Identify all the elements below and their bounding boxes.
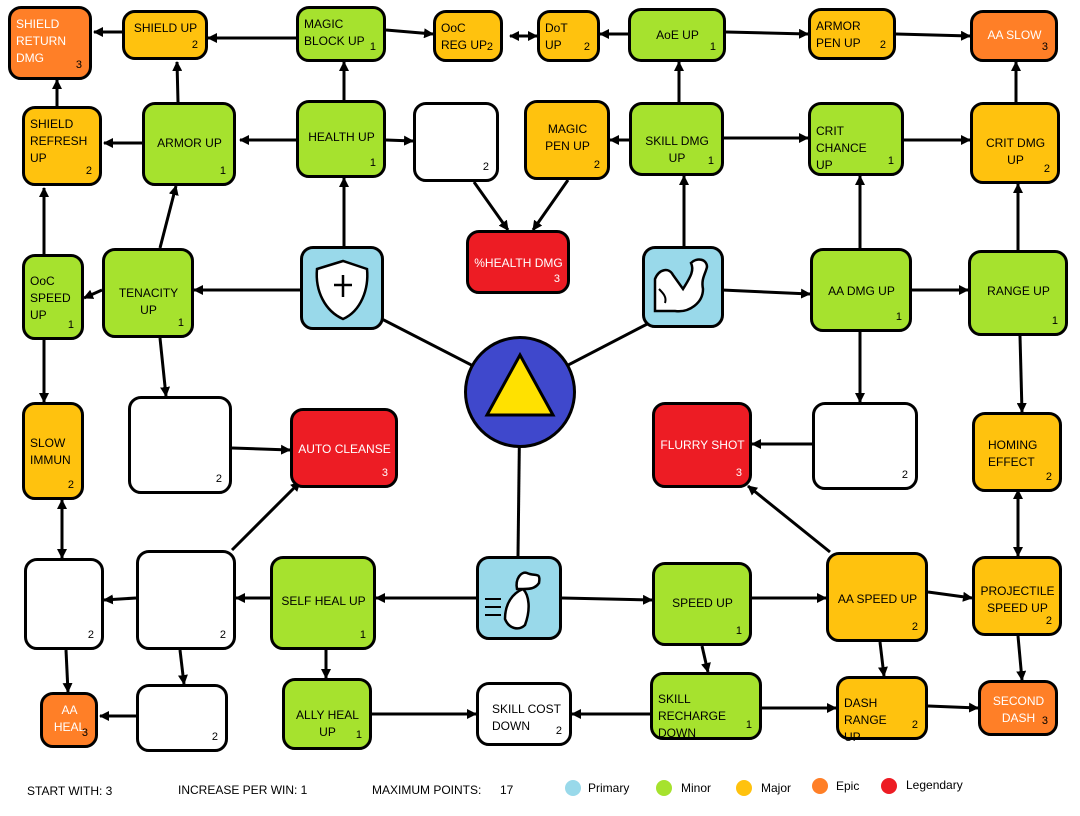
flexed-arm-icon — [653, 258, 709, 313]
legend-dot-epic — [812, 778, 828, 794]
cross-shield-icon — [315, 259, 369, 321]
primary-mobility-node[interactable] — [476, 556, 562, 640]
start-with-text: START WITH: 3 — [27, 784, 113, 798]
winged-dash-icon — [485, 571, 541, 630]
legend-label-primary: Primary — [588, 781, 630, 795]
legend-label-major: Major — [761, 781, 792, 795]
legend-dot-major — [736, 780, 752, 796]
maximum-points-value: 17 — [500, 783, 514, 797]
legend-label-legendary: Legendary — [906, 778, 963, 792]
maximum-points-label: MAXIMUM POINTS: — [372, 783, 482, 797]
yellow-triangle-icon — [484, 351, 556, 417]
primary-defense-node[interactable] — [300, 246, 384, 330]
legend-dot-primary — [565, 780, 581, 796]
node-empty-left-low[interactable]: 2 — [24, 558, 104, 650]
node-empty-right-mid[interactable]: 2 — [812, 402, 918, 490]
node-empty-left-low2[interactable]: 2 — [136, 550, 236, 650]
legend-label-epic: Epic — [836, 779, 860, 793]
node-empty-left-mid[interactable]: 2 — [128, 396, 232, 494]
node-empty-bottom[interactable]: 2 — [136, 684, 228, 752]
node-empty-top[interactable]: 2 — [413, 102, 499, 182]
increase-per-win-text: INCREASE PER WIN: 1 — [178, 783, 308, 797]
legend-label-minor: Minor — [681, 781, 712, 795]
center-start-node[interactable] — [464, 336, 576, 448]
legend-dot-minor — [656, 780, 672, 796]
primary-offense-node[interactable] — [642, 246, 724, 328]
legend-dot-legendary — [881, 778, 897, 794]
